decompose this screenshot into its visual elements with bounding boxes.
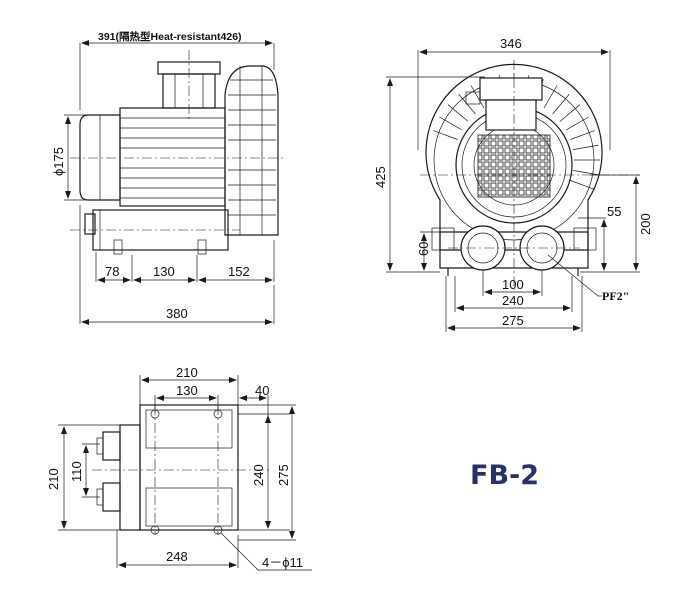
side-dim-152: 152 <box>228 264 250 279</box>
housing-fin <box>570 180 595 190</box>
holes-label: 4－ϕ11 <box>262 555 303 570</box>
housing-fin <box>439 116 463 131</box>
motor-fins <box>120 117 225 199</box>
base-dim-40: 40 <box>255 383 269 398</box>
base-dim-130: 130 <box>176 383 198 398</box>
side-view: 391(隔热型Heat-resistant426) <box>51 30 286 325</box>
base-dim-248: 248 <box>166 549 188 564</box>
housing-fin <box>433 130 458 140</box>
side-top-dim-label: 391(隔热型Heat-resistant426) <box>98 30 242 43</box>
side-dim-130: 130 <box>153 264 175 279</box>
front-dim-55: 55 <box>607 204 621 219</box>
housing-fin <box>543 85 558 109</box>
side-dim-78: 78 <box>105 264 119 279</box>
front-dim-275: 275 <box>502 313 524 328</box>
base-dim-left-110: 110 <box>69 461 84 482</box>
front-dim-100: 100 <box>502 277 524 292</box>
side-overall-length: 380 <box>166 306 188 321</box>
base-view: 210 130 40 210 110 <box>46 365 312 571</box>
front-view: 346 425 <box>373 36 653 332</box>
model-label: FB-2 <box>470 460 539 491</box>
front-dim-60: 60 <box>416 242 431 256</box>
front-height: 425 <box>373 166 388 188</box>
housing-fin <box>559 104 581 122</box>
port-label: PF2" <box>602 289 629 303</box>
base-dim-left-210: 210 <box>46 468 61 490</box>
housing-fin <box>447 104 469 122</box>
base-dim-210: 210 <box>176 365 198 380</box>
housing-fin <box>573 170 599 176</box>
front-dim-200: 200 <box>638 213 653 235</box>
housing-fin <box>552 93 570 115</box>
side-diameter-label: ϕ175 <box>51 147 66 176</box>
front-width-top: 346 <box>500 36 522 51</box>
base-dim-right-275: 275 <box>276 464 291 486</box>
housing-fin <box>470 85 485 109</box>
front-dim-240: 240 <box>502 293 524 308</box>
housing-fin <box>573 144 599 150</box>
housing-fin <box>570 130 595 140</box>
base-dim-right-240: 240 <box>251 464 266 486</box>
housing-fin <box>565 116 589 131</box>
